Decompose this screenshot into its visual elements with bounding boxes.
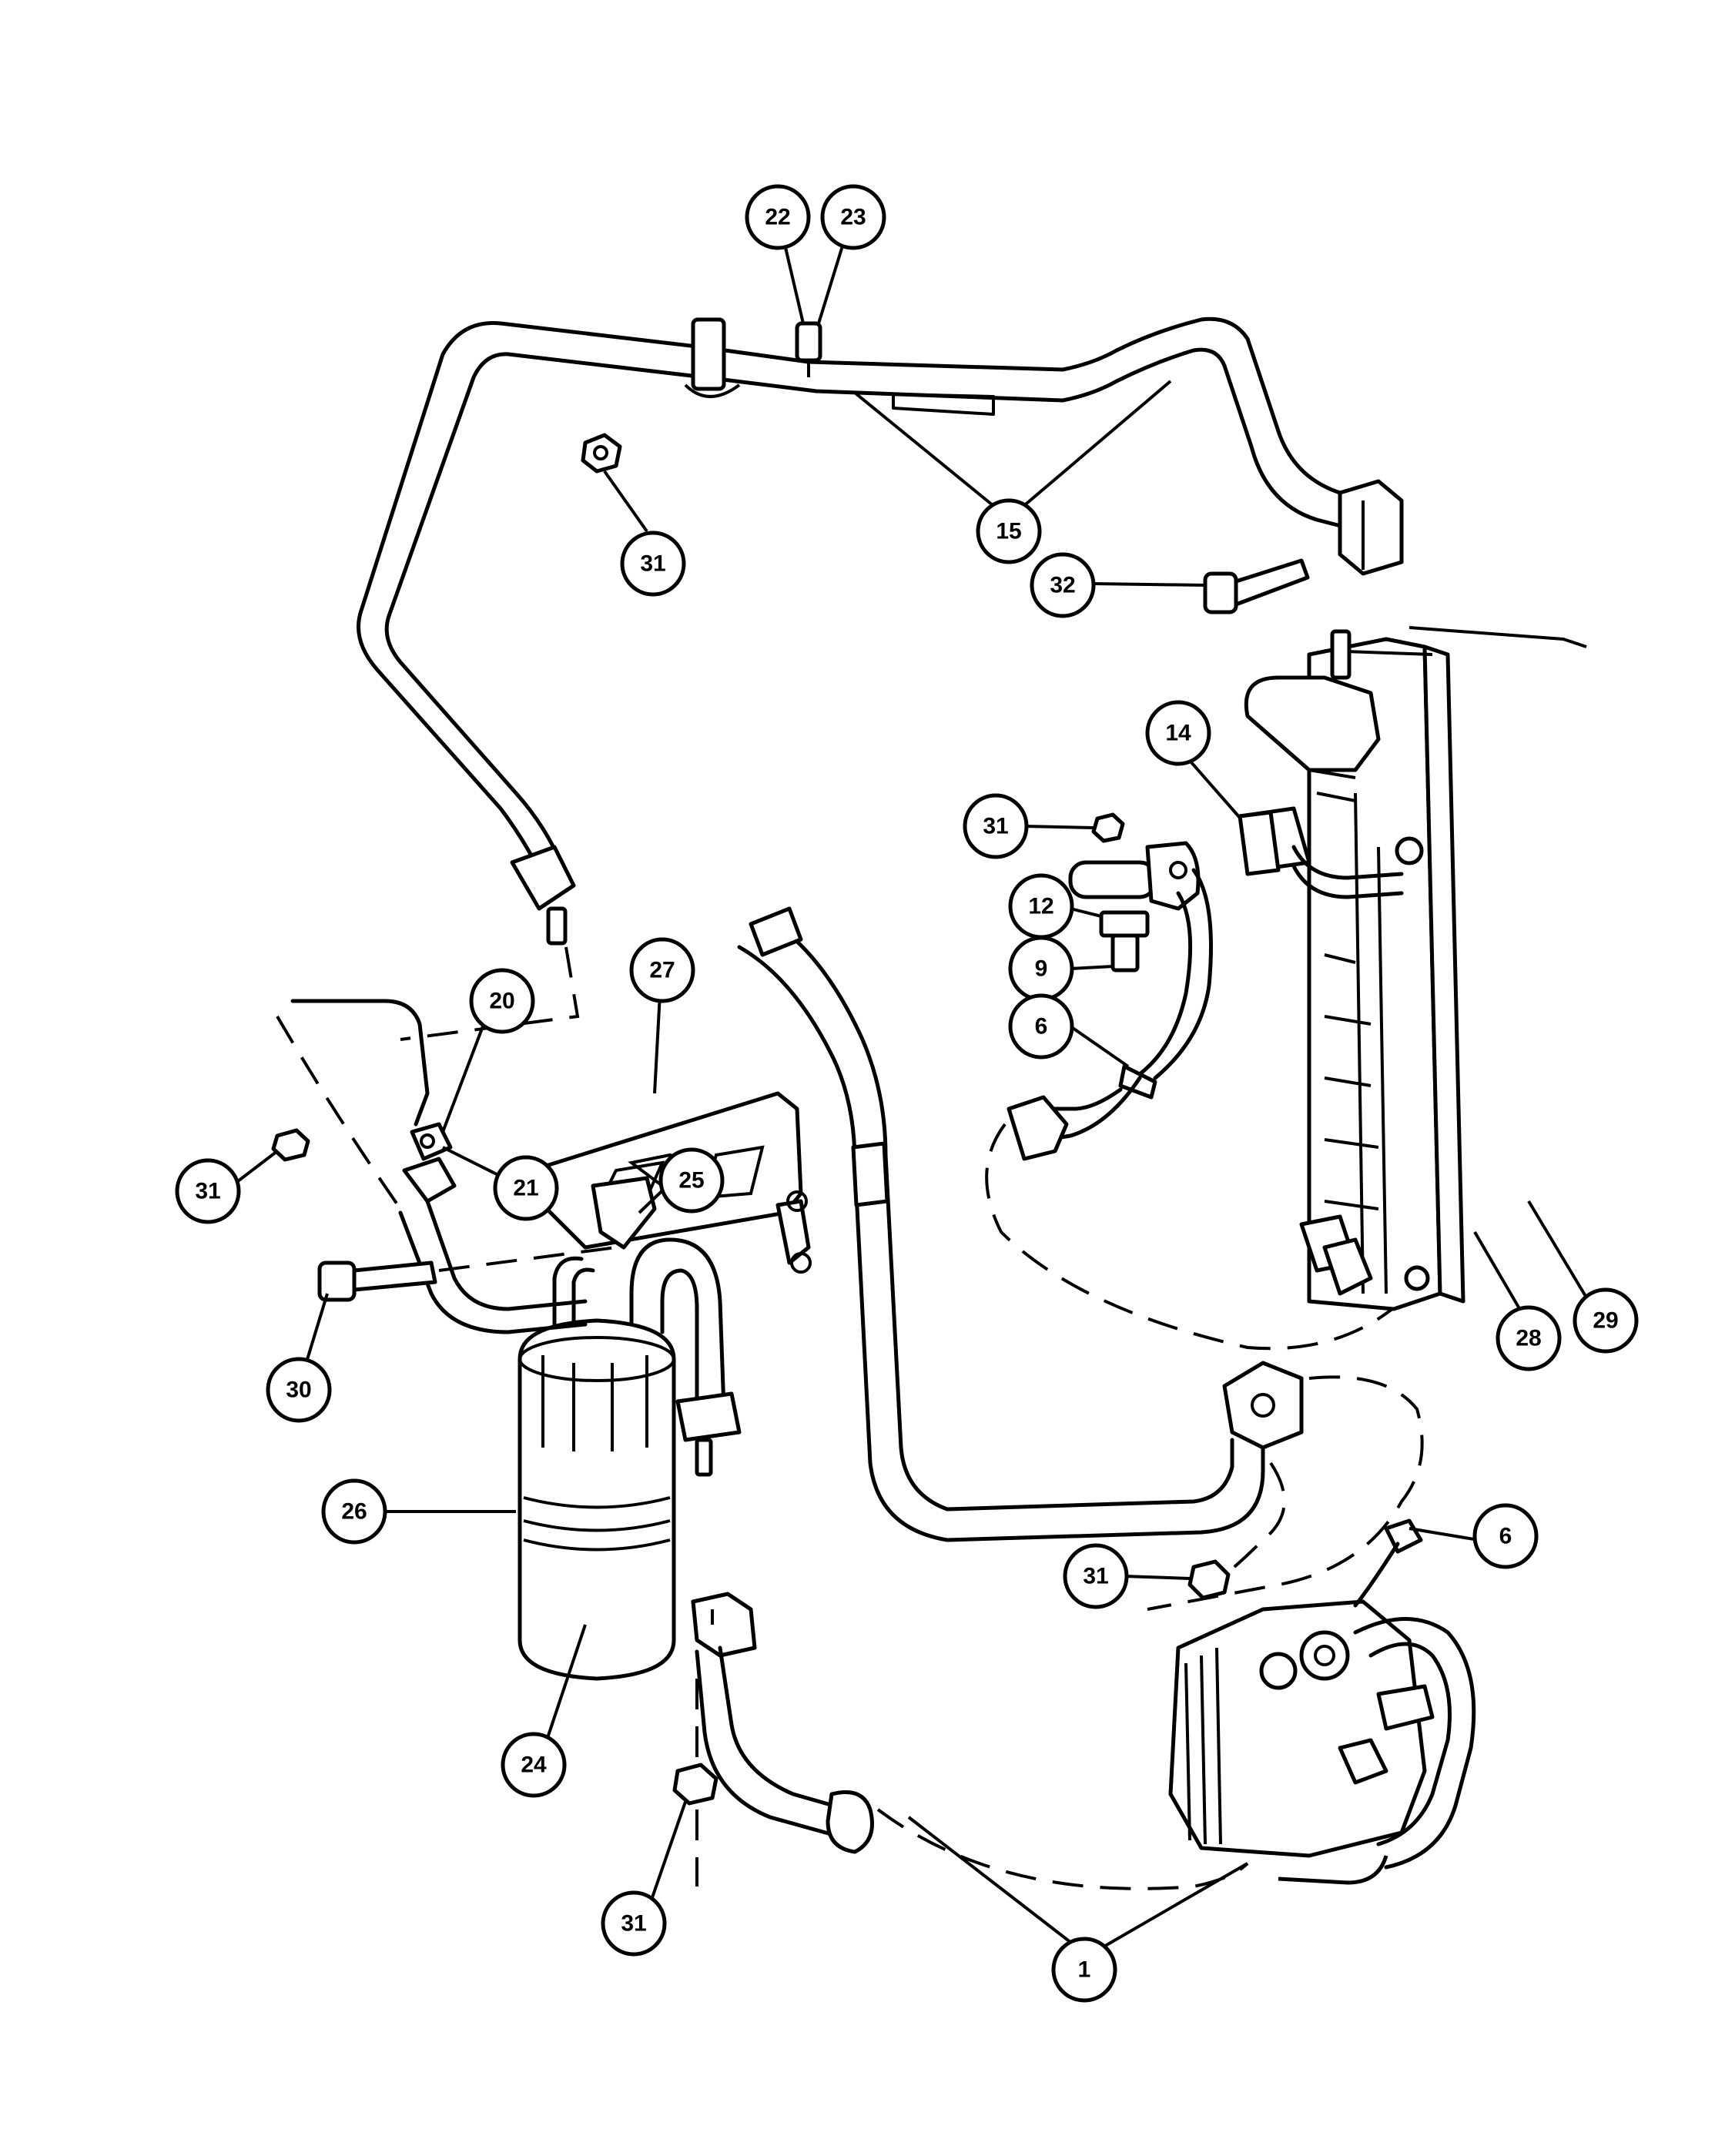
callout-22: 22 xyxy=(745,184,811,250)
callout-31-valve: 31 xyxy=(963,793,1029,859)
callout-1-label: 1 xyxy=(1078,1957,1091,1983)
service-port-cap xyxy=(795,321,822,377)
callout-30-label: 30 xyxy=(286,1378,311,1403)
suction-line-lower xyxy=(691,1592,1249,1890)
callout-29: 29 xyxy=(1573,1287,1639,1354)
callout-15: 15 xyxy=(976,498,1042,564)
callout-31-right-label: 31 xyxy=(1083,1564,1108,1589)
callout-12-label: 12 xyxy=(1028,894,1053,919)
hose-fitting-left xyxy=(400,845,580,1041)
callout-27: 27 xyxy=(629,937,695,1003)
callout-9: 9 xyxy=(1008,936,1074,1002)
callout-14-label: 14 xyxy=(1165,721,1191,746)
callout-28: 28 xyxy=(1496,1305,1562,1371)
nut-31-top xyxy=(581,433,622,474)
callout-29-label: 29 xyxy=(1593,1308,1618,1334)
callout-22-label: 22 xyxy=(765,205,790,230)
callout-9-label: 9 xyxy=(1035,956,1048,982)
bolt-30 xyxy=(317,1246,617,1302)
callout-12: 12 xyxy=(1008,873,1074,939)
expansion-valve xyxy=(1007,810,1281,1161)
liquid-line xyxy=(737,906,1265,1542)
compressor xyxy=(1168,1518,1476,1885)
callout-21: 21 xyxy=(493,1155,559,1221)
block-fitting xyxy=(1222,1361,1304,1450)
callout-24-label: 24 xyxy=(521,1753,547,1778)
callout-6-lower-label: 6 xyxy=(1499,1524,1512,1549)
callout-32: 32 xyxy=(1030,552,1096,618)
clamp-20-21 xyxy=(402,1122,457,1204)
callout-32-label: 32 xyxy=(1050,573,1075,598)
bracket-25 xyxy=(591,1176,657,1250)
callout-23: 23 xyxy=(820,184,886,250)
callout-31-lower: 31 xyxy=(601,1890,667,1957)
callout-20-label: 20 xyxy=(489,989,514,1014)
callout-6-upper-label: 6 xyxy=(1035,1014,1048,1040)
callout-25: 25 xyxy=(658,1147,725,1214)
callout-31-valve-label: 31 xyxy=(983,814,1008,839)
callout-31-left-label: 31 xyxy=(195,1179,220,1204)
callout-31-right: 31 xyxy=(1063,1543,1129,1609)
callout-25-label: 25 xyxy=(678,1168,704,1194)
callout-31-left: 31 xyxy=(175,1158,241,1224)
callout-30: 30 xyxy=(266,1357,332,1423)
nut-31-right xyxy=(1187,1559,1231,1600)
callout-26-label: 26 xyxy=(341,1499,367,1525)
callout-31-top-label: 31 xyxy=(640,551,665,577)
nut-31-left xyxy=(271,1128,310,1162)
hose-clamp-top xyxy=(684,317,741,398)
callout-1: 1 xyxy=(1051,1937,1117,2003)
nut-31-valve xyxy=(1091,812,1125,843)
receiver-drier xyxy=(518,1237,742,1681)
callout-28-label: 28 xyxy=(1516,1326,1541,1351)
callout-23-label: 23 xyxy=(840,205,866,230)
callout-26: 26 xyxy=(321,1478,387,1545)
callout-21-label: 21 xyxy=(513,1176,538,1201)
condenser-radiator xyxy=(1238,626,1587,1311)
nut-31-lower xyxy=(672,1679,718,1886)
callout-6-upper: 6 xyxy=(1008,993,1074,1060)
leader-lines xyxy=(233,230,1599,1950)
callout-31-lower-label: 31 xyxy=(621,1911,646,1937)
hose-line-assembly xyxy=(357,316,1365,872)
callout-27-label: 27 xyxy=(649,958,675,983)
callout-14: 14 xyxy=(1145,700,1211,766)
callout-15-label: 15 xyxy=(996,519,1021,544)
condenser-connector-block xyxy=(1338,479,1404,576)
callout-31-top: 31 xyxy=(620,531,686,597)
callout-6-lower: 6 xyxy=(1472,1503,1539,1569)
bolt-32 xyxy=(1203,558,1310,614)
callout-20: 20 xyxy=(469,968,535,1034)
callout-24: 24 xyxy=(501,1732,567,1798)
